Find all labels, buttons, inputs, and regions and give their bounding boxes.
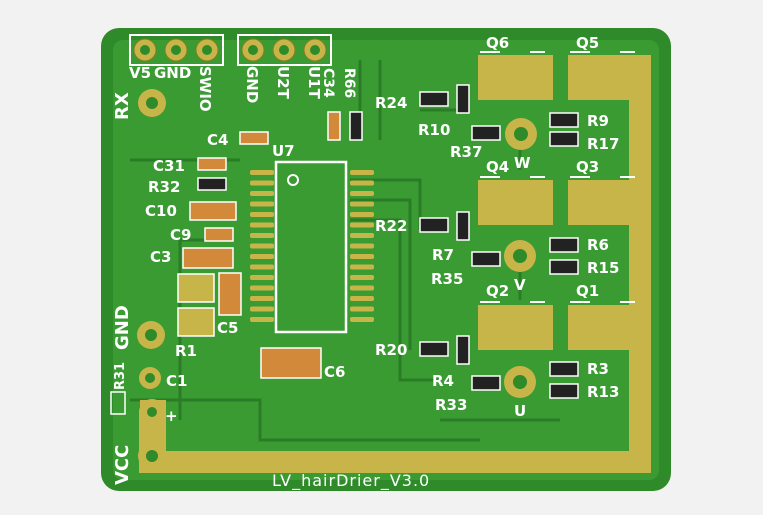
smd-parts <box>110 84 579 415</box>
label-q2: Q2 <box>486 282 509 300</box>
label-r32: R32 <box>148 178 180 196</box>
label-gnd-right: GND <box>243 66 261 103</box>
label-swio: SWIO <box>196 66 214 112</box>
header-right-outline <box>237 34 332 66</box>
label-w: W <box>514 154 531 172</box>
ic-pin-right <box>350 285 374 291</box>
label-u2t: U2T <box>274 66 292 100</box>
label-rx: RX <box>112 92 133 120</box>
mosfets <box>478 55 643 350</box>
ic-pin-right <box>350 201 374 207</box>
label-u1t: U1T <box>305 66 323 100</box>
label-u: U <box>514 402 526 420</box>
label-r66: R66 <box>341 68 357 98</box>
label-r13: R13 <box>587 383 619 401</box>
label-c31: C31 <box>153 157 185 175</box>
ic-pin-right <box>350 180 374 186</box>
ic-pin-right <box>350 264 374 270</box>
label-r9: R9 <box>587 112 609 130</box>
label-r4: R4 <box>432 372 454 390</box>
ic-pin-right <box>350 306 374 312</box>
label-c3: C3 <box>150 248 171 266</box>
label-r15: R15 <box>587 259 619 277</box>
ic-pin-left <box>250 296 274 301</box>
label-plus: + <box>165 407 178 425</box>
ic-pin-left <box>250 191 274 196</box>
label-v5: V5 <box>129 64 151 82</box>
label-gnd-edge: GND <box>112 305 133 350</box>
label-v: V <box>514 276 526 294</box>
label-c5: C5 <box>217 319 238 337</box>
label-r17: R17 <box>587 135 619 153</box>
label-q5: Q5 <box>576 34 599 52</box>
label-c4: C4 <box>207 131 228 149</box>
ic-pin-left <box>250 317 274 322</box>
label-r37: R37 <box>450 143 482 161</box>
ic-pin-left <box>250 233 274 238</box>
ic-pin-left <box>250 275 274 280</box>
ic-pin-right <box>350 254 374 259</box>
label-r22: R22 <box>375 217 407 235</box>
ic-pin-right <box>350 275 374 280</box>
label-q4: Q4 <box>486 158 509 176</box>
ic-pin-left <box>250 180 274 186</box>
header-left-outline <box>129 34 224 66</box>
ic-pin-left <box>250 201 274 207</box>
ic-u7 <box>250 160 374 334</box>
label-r3: R3 <box>587 360 609 378</box>
label-c34: C34 <box>320 68 336 98</box>
ic-pin-left <box>250 254 274 259</box>
ic-pin-left <box>250 243 274 249</box>
label-c9: C9 <box>170 226 191 244</box>
label-r35: R35 <box>431 270 463 288</box>
label-c1: C1 <box>166 372 187 390</box>
label-q1: Q1 <box>576 282 599 300</box>
ic-pin-left <box>250 285 274 291</box>
label-c6: C6 <box>324 363 345 381</box>
board-title: LV_hairDrier_V3.0 <box>272 471 430 491</box>
ic-pin-right <box>350 170 374 175</box>
ic-pin-left <box>250 170 274 175</box>
ic-pin-right <box>350 191 374 196</box>
ic-pin-left <box>250 222 274 228</box>
ic-pin-right <box>350 212 374 217</box>
label-r10: R10 <box>418 121 450 139</box>
label-c10: C10 <box>145 202 177 220</box>
label-q6: Q6 <box>486 34 509 52</box>
ic-pin-right <box>350 296 374 301</box>
ic-pin-right <box>350 243 374 249</box>
label-r1: R1 <box>175 342 197 360</box>
label-r31: R31 <box>113 362 128 390</box>
label-r24: R24 <box>375 94 407 112</box>
ic-pin-left <box>250 264 274 270</box>
label-r7: R7 <box>432 246 454 264</box>
label-u7: U7 <box>272 142 295 160</box>
ic-pin-right <box>350 233 374 238</box>
label-r20: R20 <box>375 341 407 359</box>
ic-pin-right <box>350 222 374 228</box>
ic-pin-left <box>250 212 274 217</box>
label-vcc: VCC <box>112 445 133 485</box>
label-q3: Q3 <box>576 158 599 176</box>
label-r33: R33 <box>435 396 467 414</box>
label-r6: R6 <box>587 236 609 254</box>
ic-pin-left <box>250 306 274 312</box>
ic-pin-right <box>350 317 374 322</box>
label-gnd-left: GND <box>154 64 191 82</box>
